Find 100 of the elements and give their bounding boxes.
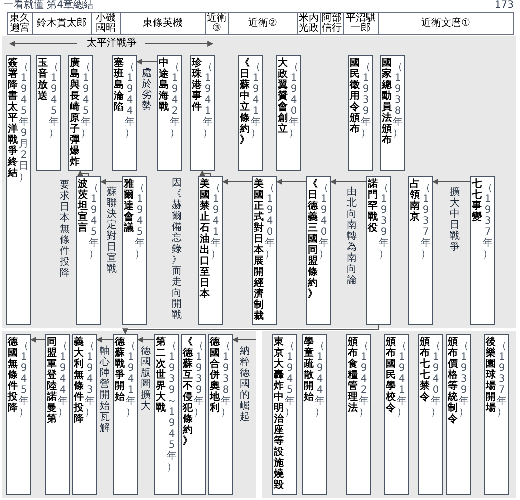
event-title: 頒布食糧管理法 [348, 337, 358, 414]
event-year: （1942年） [170, 61, 180, 139]
header-cell: 小磯國昭 [91, 12, 121, 35]
event-box [384, 334, 409, 495]
event-title: 《日蘇中立條約》 [240, 58, 250, 146]
header-cell: 東條英機 [120, 12, 206, 35]
arrow [96, 337, 114, 343]
event-title: 頒布國民學校令 [386, 337, 396, 414]
event-box [208, 334, 233, 495]
event-title: 後樂園球場開場 [486, 337, 496, 414]
arrow [222, 179, 252, 185]
event-title: 東京大轟炸中明治座等設施燒毀 [274, 337, 284, 491]
event-box [238, 55, 263, 171]
event-year: （1945年） [81, 61, 91, 139]
event-year: （1939年） [379, 182, 389, 260]
event-box [302, 334, 327, 495]
event-title: 七七事變 [472, 179, 482, 223]
event-year: （1937年） [497, 340, 507, 418]
event-box [190, 55, 215, 171]
event-box [276, 55, 301, 171]
event-title: 頒布七七禁令 [420, 337, 430, 403]
header-cell: 米內光政 [297, 12, 321, 35]
event-title: 塞班島淪陷 [114, 58, 124, 113]
event-box [380, 55, 405, 171]
annotation-text: 納粹德國的崛起 [240, 346, 250, 423]
event-year: （1937年） [421, 182, 431, 260]
event-box [36, 55, 61, 171]
event-title: 美國禁止石油出口至日本 [200, 179, 210, 300]
arrow [122, 324, 379, 335]
event-title: 《日德義三國同盟條約》 [308, 179, 318, 300]
event-title: 德蘇戰爭開始 [115, 337, 125, 403]
event-year: （1939～1945年） [167, 340, 177, 473]
event-year: （1943年） [85, 340, 95, 418]
event-title: 義大利無條件投降 [74, 337, 84, 425]
header-cell: 平沼騏一郎 [343, 12, 379, 35]
arrow [78, 170, 89, 176]
event-year: （1940年） [265, 182, 275, 260]
event-box [306, 176, 331, 325]
event-title: 國民徵用令頒布 [350, 58, 360, 135]
arrow [100, 179, 122, 185]
annotation-text: 軸心陣營開始瓦解 [100, 346, 110, 434]
annotation-text: 擴大中日戰爭 [450, 187, 460, 253]
event-box [76, 176, 101, 325]
header-cell: 阿部信行 [320, 12, 344, 35]
event-title: 波茨坦宣言 [78, 179, 88, 234]
event-title: 雅爾達會議 [124, 179, 134, 234]
event-year: （1941年） [397, 340, 407, 418]
event-year: （1945年） [49, 61, 59, 139]
annotation-text: 處於劣勢 [142, 68, 152, 112]
event-year: （1941年） [251, 61, 261, 139]
arrow [30, 337, 46, 343]
arrow [137, 337, 154, 343]
event-year: （1939年） [459, 340, 469, 418]
event-title: 國家總動員法頒布 [382, 58, 392, 146]
event-year: （1945年） [285, 340, 295, 418]
event-box [122, 176, 147, 325]
event-title: 諾門罕戰役 [368, 179, 378, 234]
event-box [181, 334, 206, 495]
event-year: （1938年） [393, 61, 403, 139]
event-year: （1938年） [221, 340, 231, 418]
event-year: （1940年） [431, 340, 441, 418]
arrow [432, 179, 470, 185]
annotation-text: 由北向南轉為南向論 [347, 187, 357, 286]
event-box [154, 334, 179, 495]
event-year: （1939年） [194, 340, 204, 418]
arrow [232, 337, 256, 343]
event-title: 頒布價格等統制令 [448, 337, 458, 425]
event-box [366, 176, 391, 325]
arrow [200, 170, 211, 176]
event-box [272, 334, 297, 495]
event-box [45, 334, 70, 495]
header-cell: 近衛③ [205, 12, 229, 35]
header-cell: 東久邇宮 [7, 12, 33, 35]
event-box [6, 334, 31, 495]
annotation-text: 德國版圖擴大 [141, 346, 151, 412]
annotation-text: 要求日本無條件投降 [60, 180, 70, 279]
arrow [276, 179, 306, 185]
event-box [157, 55, 182, 171]
event-year: （1942年） [359, 340, 369, 418]
header-cell: 鈴木貫太郎 [32, 12, 92, 35]
event-title: 玉音放送 [38, 58, 48, 102]
event-year: （1945年） [135, 182, 145, 260]
event-year: （1944年） [125, 61, 135, 139]
event-title: 《德蘇互不侵犯條約》 [183, 337, 193, 447]
header-cell: 近衛② [228, 12, 298, 35]
event-year: （1940年） [319, 182, 329, 260]
event-box [346, 334, 371, 495]
event-year: （1945年） [89, 182, 99, 260]
event-box [112, 55, 137, 171]
event-year: （1944年） [58, 340, 68, 418]
header-cell: 近衛文麿① [378, 12, 514, 35]
event-title: 美國正式對日本展開經濟制裁 [254, 179, 264, 322]
event-box [68, 55, 93, 171]
event-year: （1945年） [19, 340, 29, 418]
event-title: 大政翼贊會創立 [278, 58, 288, 135]
event-box [198, 176, 223, 325]
event-box [252, 176, 277, 325]
event-title: 占領南京 [410, 179, 420, 223]
event-year: （1939年） [361, 61, 371, 139]
event-title: 珍珠港事件 [192, 58, 202, 113]
